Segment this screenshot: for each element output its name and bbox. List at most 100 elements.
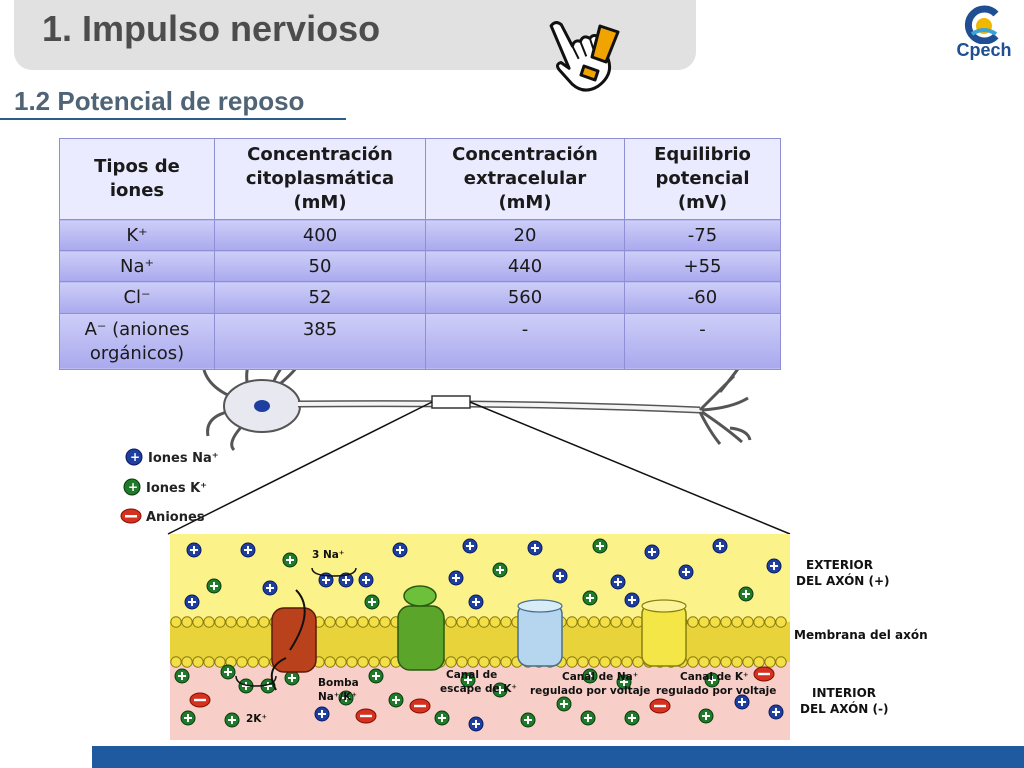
cell-cyto: 385 (214, 312, 426, 371)
interior-label-2: DEL AXÓN (-) (800, 701, 888, 716)
legend-na: Iones Na⁺ (148, 451, 219, 466)
phospholipid-head (357, 616, 369, 628)
k-ion (616, 674, 632, 690)
na-ion (468, 716, 484, 732)
k-ion (174, 668, 190, 684)
na-ion (712, 538, 728, 554)
phospholipid-head (445, 616, 457, 628)
logo-text: Cpech (956, 40, 1012, 60)
k-ion (206, 578, 222, 594)
cell-cyto: 52 (214, 281, 426, 314)
phospholipid-head (610, 616, 622, 628)
k-leak-channel (397, 605, 445, 671)
header-text: Equilibrio (654, 144, 751, 165)
pump-na-label: 3 Na⁺ (312, 549, 344, 561)
phospholipid-head (214, 656, 226, 668)
na-ion (527, 540, 543, 556)
phospholipid-head (247, 656, 259, 668)
cell-eq: -60 (624, 281, 781, 314)
legend-anions: Aniones (146, 510, 205, 525)
k-ion (338, 690, 354, 706)
na-voltage-channel (517, 603, 563, 667)
phospholipid-head (192, 616, 204, 628)
k-ion (520, 712, 536, 728)
header-text: potencial (655, 168, 750, 189)
phospholipid-head (709, 656, 721, 668)
na-ion (262, 580, 278, 596)
phospholipid-head (203, 656, 215, 668)
cell-cyto: 400 (214, 218, 426, 252)
diagram-legend: + Iones Na⁺ + Iones K⁺ Aniones (120, 448, 219, 525)
phospholipid-head (368, 616, 380, 628)
pump-label-1: Bomba (318, 677, 359, 689)
na-k-pump (271, 607, 317, 673)
phospholipid-head (346, 616, 358, 628)
pump-k-label: 2K⁺ (246, 713, 267, 725)
header-text: (mM) (293, 192, 347, 213)
phospholipid-head (698, 616, 710, 628)
header-extra: Concentración extracelular (mM) (425, 138, 625, 220)
k-ion (368, 668, 384, 684)
k-ion (220, 664, 236, 680)
table-row: Cl⁻ 52 560 -60 (59, 281, 781, 314)
header-text: extracelular (463, 168, 587, 189)
phospholipid-head (588, 656, 600, 668)
k-ion (492, 562, 508, 578)
k-ion (492, 682, 508, 698)
phospholipid-head (467, 616, 479, 628)
phospholipid-head (742, 656, 754, 668)
cell-ion: K⁺ (59, 218, 215, 252)
table-header-row: Tipos de iones Concentración citoplasmát… (59, 138, 781, 220)
svg-text:+: + (130, 450, 140, 464)
title-bar: 1. Impulso nervioso (14, 0, 696, 70)
na-ion (678, 564, 694, 580)
cell-extra: 20 (425, 218, 625, 252)
na-ion (184, 594, 200, 610)
cpech-logo-icon (964, 5, 999, 45)
phospholipid-head (599, 616, 611, 628)
phospholipid-head (577, 656, 589, 668)
phospholipid-head (500, 616, 512, 628)
cell-cyto: 50 (214, 250, 426, 283)
exterior-label-2: DEL AXÓN (+) (796, 573, 890, 588)
phospholipid-head (599, 656, 611, 668)
k-ion (434, 710, 450, 726)
axon-membrane-diagram: + Iones Na⁺ + Iones K⁺ Aniones 3 Na⁺ 2K⁺… (120, 345, 928, 740)
na-ion (734, 694, 750, 710)
header-eq: Equilibrio potencial (mV) (624, 138, 781, 220)
k-ion-icon (123, 478, 141, 496)
k-ion (698, 708, 714, 724)
cpech-logo: Cpech (952, 4, 1016, 66)
ion-concentration-table: Tipos de iones Concentración citoplasmát… (59, 138, 781, 371)
k-ion (224, 712, 240, 728)
k-ion (180, 710, 196, 726)
section-subtitle: 1.2 Potencial de reposo (14, 86, 305, 116)
cell-ion: A⁻ (aniones orgánicos) (59, 312, 215, 371)
na-ion (186, 542, 202, 558)
na-ion (468, 594, 484, 610)
phospholipid-head (687, 616, 699, 628)
phospholipid-head (467, 656, 479, 668)
k-voltage-channel (641, 603, 687, 667)
phospholipid-head (588, 616, 600, 628)
phospholipid-head (214, 616, 226, 628)
cell-eq: -75 (624, 218, 781, 252)
phospholipid-head (709, 616, 721, 628)
phospholipid-head (236, 616, 248, 628)
k-ion (460, 672, 476, 688)
phospholipid-head (181, 656, 193, 668)
phospholipid-head (324, 656, 336, 668)
phospholipid-head (258, 616, 270, 628)
cell-ion: Na⁺ (59, 250, 215, 283)
phospholipid-head (610, 656, 622, 668)
anion (753, 666, 775, 682)
kch-label-2: regulado por voltaje (656, 685, 776, 697)
na-ion (314, 706, 330, 722)
subtitle-underline (0, 118, 346, 120)
na-ion (240, 542, 256, 558)
table-row: K⁺ 400 20 -75 (59, 218, 781, 252)
k-ion (556, 696, 572, 712)
cell-extra: - (425, 312, 625, 371)
kleak-label-1: Canal de (446, 669, 497, 681)
phospholipid-head (335, 656, 347, 668)
